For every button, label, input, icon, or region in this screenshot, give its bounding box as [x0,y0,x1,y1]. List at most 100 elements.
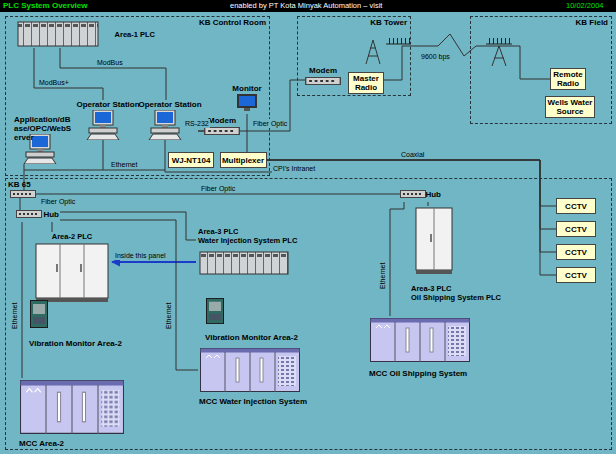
wire-label: CPI's Intranet [272,164,316,173]
text-block: MCC Water Injection System [199,397,307,406]
connection-label: Inside this panel [114,251,167,260]
equipment-node: MCC Oil Shipping System [368,316,472,378]
connection-line [198,131,204,132]
network-device [11,191,36,198]
node-label: Application/dBase/OPC/WebServer [14,115,72,142]
connection-line [267,160,557,252]
text-block: Vibration Monitor Area-2 [29,339,122,348]
device-box: CCTV [556,221,596,237]
area-region: KB 65HubArea-2 PLCArea-3 PLCWater Inject… [5,178,612,450]
connection-label: 9600 bps [420,52,451,61]
text-block: Vibration Monitor Area-2 [205,333,298,342]
wire-label: Fiber Optic [200,184,236,193]
connection-label: RS-232 [184,119,210,128]
network-wire [20,140,400,210]
node-label: Modem [208,116,236,125]
connection-line [428,202,429,206]
antenna [386,44,410,45]
equipment-node: Monitor [230,84,264,114]
wire-label: Ethernet [110,160,138,169]
mcc-panel [21,381,124,434]
text-block: Multiplexer [221,156,266,165]
plc-cabinet [416,270,452,274]
device-box: CCTV [556,267,596,283]
area-region: KB FieldRemote RadioWells Water Source [470,16,612,124]
node-label: KB Tower [370,18,407,27]
node-label: CCTV [565,225,587,234]
antenna [386,38,410,44]
connection-label: Coaxial [400,150,425,159]
connection-line [52,222,53,232]
monitor [239,96,255,106]
pointer-arrow [112,261,196,263]
equipment-node: Area-3 PLCWater Injection System PLC [196,226,316,278]
text-block: CCTV [557,271,595,280]
plc-rack [200,252,288,274]
text-block: CCTV [557,248,595,257]
node-label: Vibration Monitor Area-2 [205,333,298,342]
text-block: Area-3 PLCOil Shipping System PLC [411,284,501,302]
node-label: Area-3 PLC [411,284,451,293]
mcc-panel [201,349,300,393]
equipment-node: Operator Station [74,100,142,150]
node-label: MCC Oil Shipping System [369,369,467,378]
connection-label: Ethernet [164,302,173,330]
equipment-node: Application/dBase/OPC/WebServer [12,114,74,164]
text-block: Area-3 PLCWater Injection System PLC [198,227,297,245]
equipment-node: Vibration Monitor Area-2 [28,298,128,348]
node-label: CCTV [565,271,587,280]
connection-line [247,114,248,152]
network-device [205,128,240,135]
device-box: Remote Radio [550,68,586,90]
vibration-monitor [31,301,48,328]
text-block: Modem [305,66,341,75]
node-label: Vibration Monitor Area-2 [29,339,122,348]
title-bar [0,0,616,12]
node-label: MCC Water Injection System [199,397,307,406]
connection-label: ModBus [96,58,124,67]
network-device [306,78,341,85]
text-block: Operator Station [74,100,142,109]
text-block: MCC Oil Shipping System [369,369,467,378]
title-bar [0,0,616,12]
equipment-node: Vibration Monitor Area-2 [204,296,304,342]
connection-label: Fiber Optic [252,119,288,128]
node-label: Area-1 PLC [115,30,155,39]
text-block: KB 65 [8,180,31,189]
page-title: PLC System Overview [3,1,87,10]
equipment-node: MCC Area-2 [18,378,128,448]
plc-cabinet [430,234,432,242]
plc-cabinet [416,208,452,270]
device-box: Multiplexer [220,152,267,168]
text-block: WJ-NT104 [169,156,213,165]
node-label: Water Injection System PLC [198,236,297,245]
text-block: KB Field [576,18,608,27]
computer [149,110,181,140]
connection-label: Ethernet [10,302,19,330]
equipment-node: Modem [305,66,341,88]
text-block: Master Radio [349,74,383,92]
mcc-panel [21,319,470,435]
device-box: Wells Water Source [545,96,595,118]
network-device [11,78,426,218]
text-block: Wells Water Source [546,98,594,116]
plc-cabinet [80,264,82,272]
text-block: Monitor [230,84,264,93]
vibration-monitor [207,298,224,323]
equipment-node: Hub [14,206,60,222]
text-block: CCTV [557,225,595,234]
text-block: CCTV [557,202,595,211]
node-label: Remote Radio [551,70,585,88]
node-label: MCC Area-2 [19,439,64,448]
network-wire [20,140,400,210]
network-device [17,211,42,218]
device-box: CCTV [556,198,596,214]
monitor [244,108,250,111]
monitor [237,94,257,111]
mcc-panel [371,319,470,363]
equipment-node: MCC Water Injection System [198,346,311,406]
equipment-node: Hub [398,186,442,202]
node-label: Operator Station [76,100,139,109]
node-label: CCTV [565,248,587,257]
